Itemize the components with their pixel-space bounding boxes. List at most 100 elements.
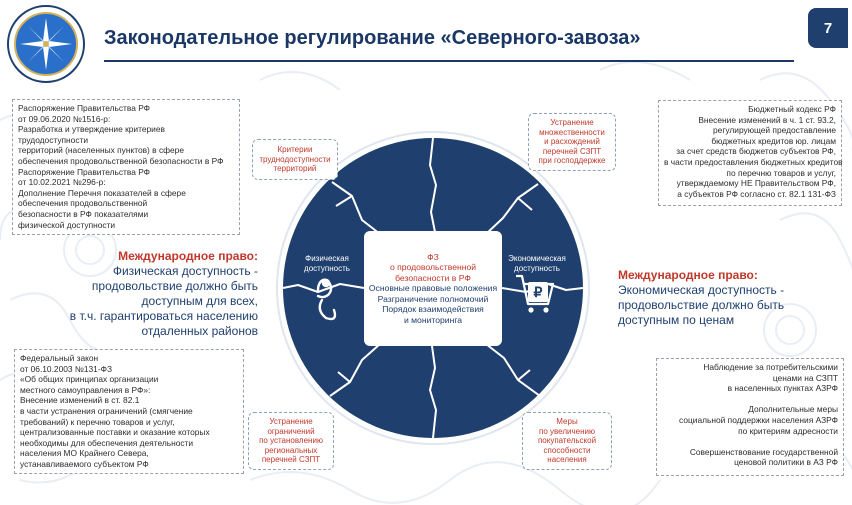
doc-line: в части устранения ограничений (смягчени… [20, 405, 193, 416]
intl-law-physical: Международное право: Физическая доступно… [62, 249, 258, 339]
intl-law-heading: Международное право: [118, 249, 258, 263]
doc-line: по критериям адресности [738, 425, 838, 436]
government-orders-box: Распоряжение Правительства РФ от 09.06.2… [12, 99, 240, 235]
intl-law-line: Физическая доступность - [112, 264, 258, 278]
page-title: Законодательное регулирование «Северного… [104, 27, 641, 49]
doc-line: в части предоставления бюджетных кредито… [664, 156, 843, 167]
doc-line: а субъектов РФ согласно ст. 82.1 131-ФЗ [677, 188, 836, 199]
tag-line: перечней СЗПТ [261, 455, 321, 465]
doc-line: утверждаемому НЕ Правительством РФ, [676, 178, 836, 189]
center-title-line: о продовольственной [389, 262, 477, 273]
physical-accessibility-label: Физическая доступность [296, 254, 358, 274]
center-item: Основные правовые положения [368, 283, 498, 294]
tag-line: труднодоступности [259, 154, 331, 164]
tag-line: покупательской [537, 436, 597, 446]
doc-line: Распоряжение Правительства РФ [18, 103, 151, 113]
quad-label-line: Физическая [305, 254, 349, 263]
center-title-line: безопасности в РФ [395, 272, 471, 283]
tag-line: Критерии [277, 145, 313, 155]
center-item: Порядок взаимодействия [382, 304, 484, 315]
doc-line: населения МО Крайнего Севера, [20, 448, 149, 459]
tag-line: по увеличению [539, 426, 595, 436]
quad-label-line: Экономическая [508, 254, 566, 263]
tag-line: региональных [264, 445, 318, 455]
doc-line: Внесение изменений в ч. 1 ст. 93.2, [698, 114, 836, 125]
intl-law-line: доступным для всех, [141, 294, 258, 308]
tag-line: перечней СЗПТ [542, 146, 602, 156]
doc-line: трудодоступности [18, 134, 89, 145]
quad-label-line: доступность [514, 264, 560, 273]
tag-line: способности [543, 445, 591, 455]
center-item: Разграничение полномочий [377, 293, 489, 304]
doc-line: ценовой политики в АЗ РФ [734, 457, 838, 468]
doc-line: Федеральный закон [20, 353, 99, 363]
intl-law-line: продовольствие должно быть [618, 298, 785, 312]
tag-line: Устранение [550, 118, 594, 128]
tag-line: по установлению [259, 436, 323, 446]
doc-line: Дополнительные меры [748, 404, 838, 415]
intl-law-line: Экономическая доступность - [618, 283, 785, 297]
page-number: 7 [808, 8, 848, 48]
svg-text:₽: ₽ [534, 284, 543, 300]
tag-line: населения [547, 455, 587, 465]
doc-line: устанавливаемого субъектом РФ [20, 458, 149, 469]
federal-law-center-box: ФЗ о продовольственной безопасности в РФ… [364, 231, 502, 346]
doc-line: регулирующей предоставление [713, 125, 836, 136]
doc-line-spacer [662, 394, 838, 405]
doc-line: необходимы для обеспечения деятельности [20, 437, 194, 448]
doc-line: ценами на СЗПТ [772, 372, 838, 383]
price-monitoring-box: Наблюдение за потребительскими ценами на… [656, 358, 844, 476]
doc-line: физической доступности [18, 219, 116, 230]
doc-line: обеспечения продовольственной [18, 198, 148, 209]
tag-line: и расхождений [544, 137, 600, 147]
doc-line: территорий (населенных пунктов) в сфере [18, 145, 184, 156]
doc-line: в населенных пунктах АЗРФ [727, 383, 838, 394]
doc-line: Бюджетный кодекс РФ [748, 104, 836, 114]
tag-line: Меры [556, 417, 578, 427]
doc-line: Совершенствование государственной [689, 446, 838, 457]
doc-line: централизованные поставки и оказание кот… [20, 427, 210, 438]
center-item: и мониторинга [403, 314, 463, 325]
tag-line: территорий [273, 164, 317, 174]
federal-law-131-box: Федеральный закон от 06.10.2003 №131-ФЗ … [14, 349, 244, 474]
logo [7, 5, 85, 83]
intl-law-economic: Международное право: Экономическая досту… [618, 268, 818, 328]
tag-line: Устранение [269, 417, 313, 427]
doc-line: от 10.02.2021 №296-р: [18, 177, 106, 188]
doc-line: Внесение изменений в ст. 82.1 [20, 395, 140, 406]
map-pin-road-icon [316, 278, 337, 321]
doc-line: безопасности в РФ показателями [18, 208, 149, 219]
quad-label-line: доступность [304, 264, 350, 273]
ruble-cart-icon: ₽ [516, 274, 555, 313]
budget-code-box: Бюджетный кодекс РФ Внесение изменений в… [658, 100, 843, 206]
doc-line: Наблюдение за потребительскими [703, 362, 838, 372]
tag-line: при господдержке [538, 156, 606, 166]
doc-line: Разработка и утверждение критериев [18, 124, 165, 135]
doc-line: Дополнение Перечня показателей в сфере [18, 187, 186, 198]
doc-line: местного самоуправления в РФ»: [20, 384, 151, 395]
doc-line-spacer [662, 436, 838, 447]
doc-line: по перечню товаров и услуг, [726, 167, 836, 178]
tag-difficult-access-criteria: Критерии труднодоступности территорий [252, 139, 338, 180]
doc-line: от 06.10.2003 №131-ФЗ [20, 363, 113, 374]
doc-line: «Об общих принципах организации [20, 374, 159, 385]
tag-remove-regional-restrictions: Устранение ограничений по установлению р… [248, 412, 334, 470]
intl-law-line: в т.ч. гарантироваться населению [69, 309, 258, 323]
tag-line: ограничений [267, 426, 315, 436]
economic-accessibility-label: Экономическая доступность [504, 254, 570, 274]
tag-remove-list-discrepancies: Устранение множественности и расхождений… [528, 113, 616, 171]
intl-law-line: отдаленных районов [141, 324, 258, 338]
ice-crack-lines [282, 137, 584, 439]
doc-line: бюджетных кредитов юр. лицам [711, 135, 836, 146]
doc-line: за счет средств бюджетов субъектов РФ, [676, 146, 836, 157]
doc-line: социальной поддержки населения АЗРФ [679, 414, 838, 425]
doc-line: требований) к перечню товаров и услуг, [20, 416, 175, 427]
tag-purchasing-power-measures: Меры по увеличению покупательской способ… [522, 412, 612, 470]
intl-law-line: продовольствие должно быть [91, 279, 258, 293]
doc-line: Распоряжение Правительства РФ [18, 166, 151, 177]
center-title-line: ФЗ [427, 252, 439, 263]
tag-line: множественности [539, 127, 605, 137]
intl-law-heading: Международное право: [618, 268, 758, 282]
title-underline [104, 60, 794, 62]
intl-law-line: доступным по ценам [618, 313, 735, 327]
